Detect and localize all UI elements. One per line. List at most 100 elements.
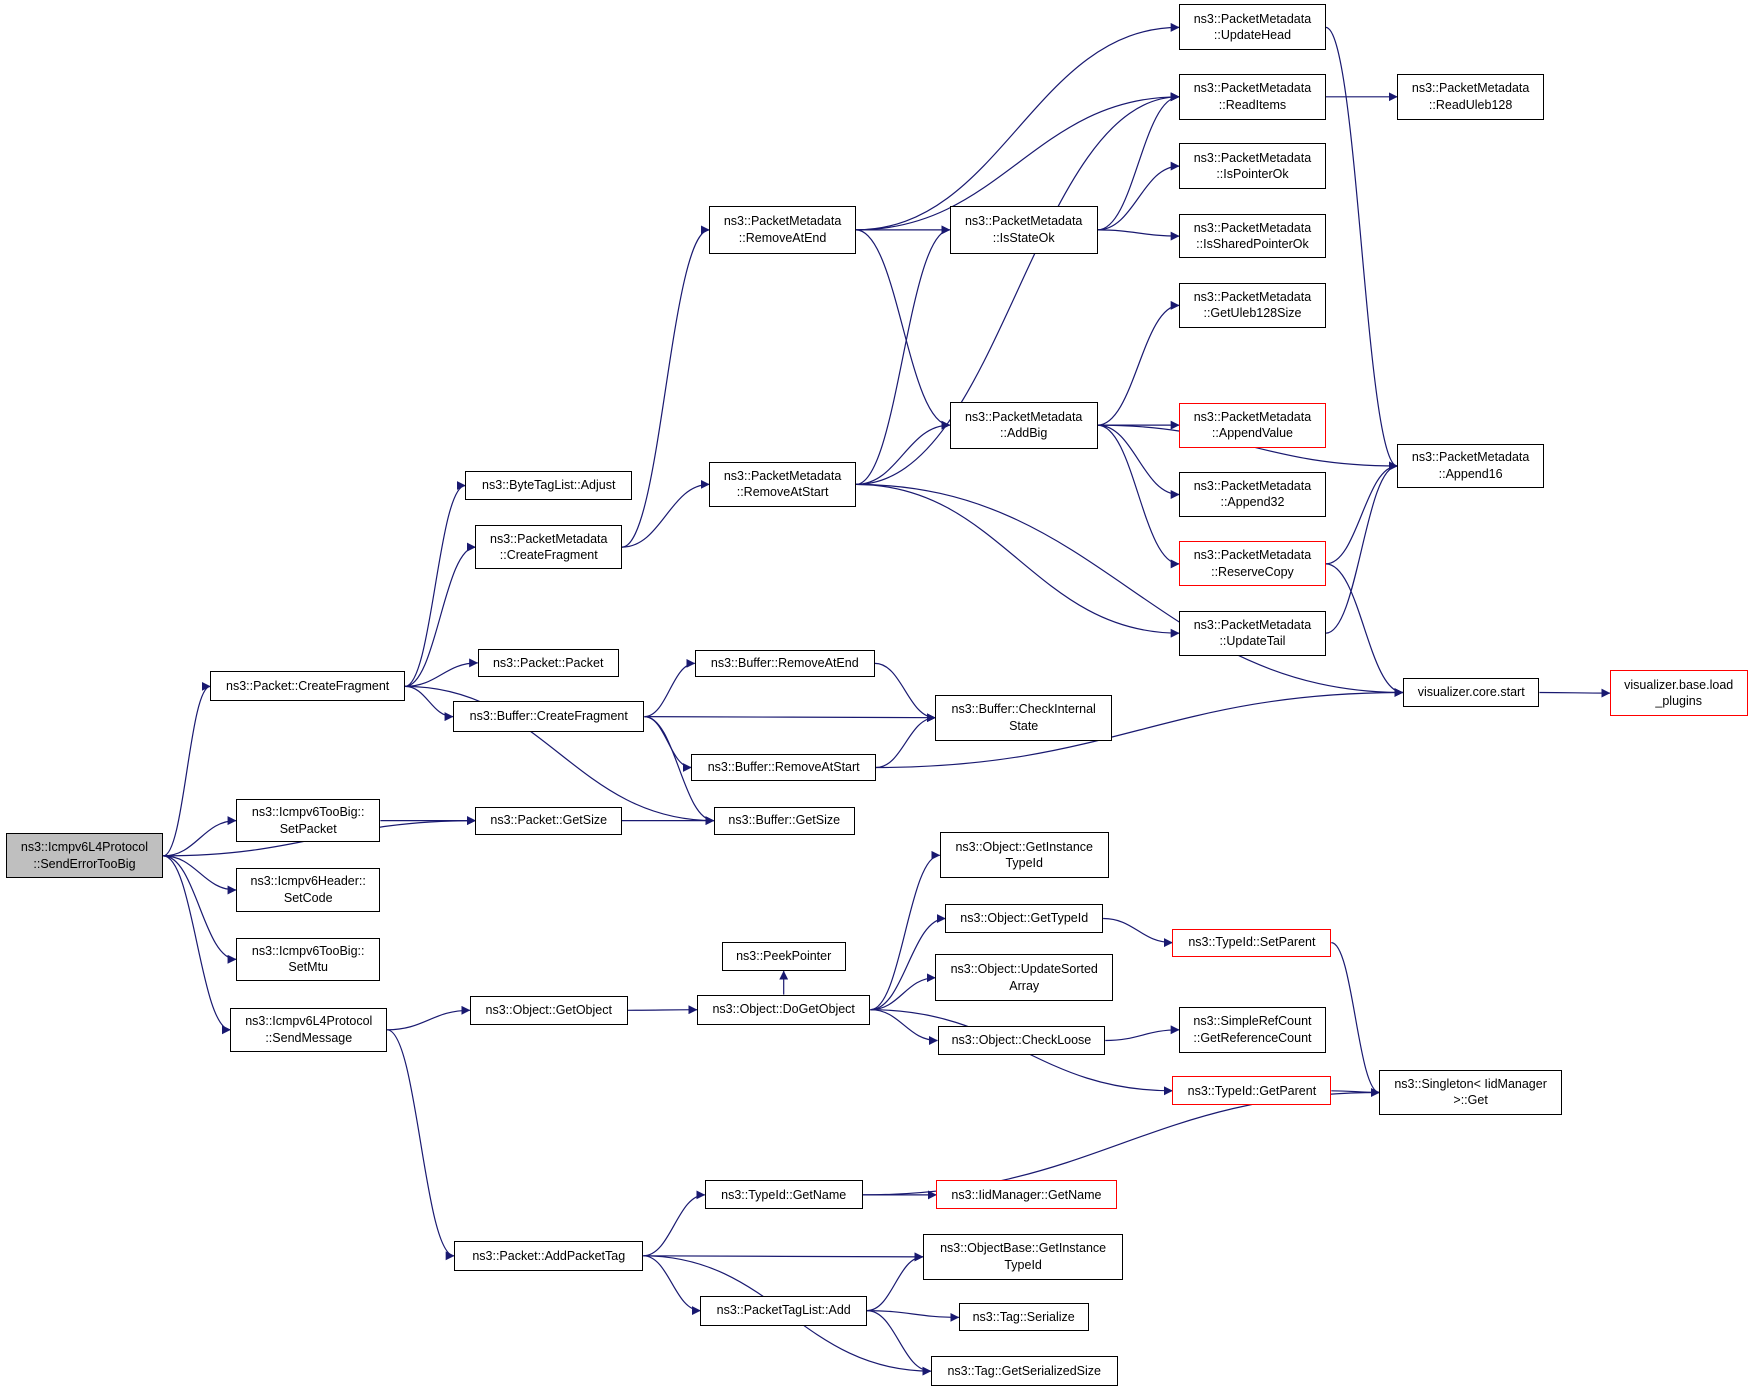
graph-node[interactable]: ns3::Icmpv6TooBig::SetPacket	[236, 798, 381, 843]
edge-n14-n34	[855, 92, 1180, 231]
graph-node[interactable]: ns3::Object::GetObject	[469, 995, 628, 1025]
graph-node-label-line: ns3::PacketMetadata	[1193, 548, 1312, 563]
graph-node[interactable]: ns3::SimpleRefCount::GetReferenceCount	[1179, 1006, 1326, 1053]
graph-node[interactable]: ns3::PeekPointer	[721, 942, 846, 972]
graph-node[interactable]: ns3::Icmpv6L4Protocol::SendErrorTooBig	[5, 833, 164, 879]
graph-node[interactable]: ns3::PacketMetadata::GetUleb128Size	[1179, 283, 1326, 328]
edge-n22-n30	[866, 1252, 924, 1312]
graph-node[interactable]: visualizer.base.load_plugins	[1609, 670, 1748, 716]
edge-n24-n37	[1097, 300, 1180, 426]
graph-node[interactable]: ns3::TypeId::SetParent	[1172, 928, 1332, 957]
graph-node[interactable]: ns3::Object::CheckLoose	[937, 1025, 1106, 1055]
graph-node[interactable]: visualizer.core.start	[1402, 677, 1540, 708]
graph-node-label-line: ns3::ObjectBase::GetInstance	[940, 1241, 1107, 1256]
edge-n0-n2	[163, 816, 237, 857]
graph-node[interactable]: ns3::PacketMetadata::Append32	[1179, 472, 1326, 517]
graph-node[interactable]: ns3::Singleton< IidManager>::Get	[1379, 1069, 1562, 1116]
graph-node[interactable]: ns3::Buffer::RemoveAtEnd	[694, 650, 875, 677]
graph-node-label-line: ns3::Icmpv6TooBig::	[251, 805, 365, 820]
graph-node-label-line: ::GetUleb128Size	[1203, 306, 1302, 321]
graph-node-label-line: ns3::SimpleRefCount	[1193, 1014, 1312, 1029]
graph-node-label-line: ns3::PacketMetadata	[1193, 81, 1312, 96]
graph-node[interactable]: ns3::PacketMetadata::AppendValue	[1179, 402, 1326, 448]
edge-n0-n3	[163, 855, 237, 895]
edge-n40-n46	[1325, 461, 1398, 565]
graph-node-label-line: ::RemoveAtStart	[736, 485, 829, 500]
edge-n28-n43	[1105, 1025, 1180, 1042]
graph-node-label-line: ::SendMessage	[265, 1030, 353, 1045]
graph-node-label-line: ns3::Object::UpdateSorted	[950, 962, 1098, 977]
graph-node[interactable]: ns3::PacketMetadata::RemoveAtEnd	[709, 205, 856, 254]
graph-node[interactable]: ns3::PacketMetadata::IsSharedPointerOk	[1179, 213, 1326, 259]
graph-node[interactable]: ns3::PacketMetadata::CreateFragment	[475, 524, 623, 570]
graph-node-label-line: ns3::Singleton< IidManager	[1394, 1076, 1547, 1091]
graph-node-label-line: ::SendErrorTooBig	[33, 856, 136, 871]
graph-node-label-line: ns3::Object::GetObject	[485, 1002, 612, 1017]
graph-node-label-line: ::Append16	[1438, 466, 1503, 481]
graph-node[interactable]: ns3::TypeId::GetName	[704, 1180, 863, 1210]
graph-node[interactable]: ns3::PacketMetadata::Append16	[1397, 444, 1544, 488]
edge-n20-n27	[870, 973, 936, 1011]
graph-node[interactable]: ns3::Packet::Packet	[477, 648, 619, 677]
graph-node[interactable]: ns3::PacketMetadata::RemoveAtStart	[709, 462, 856, 507]
graph-node[interactable]: ns3::PacketMetadata::UpdateHead	[1179, 4, 1326, 51]
edge-n22-n32	[866, 1310, 932, 1376]
graph-node[interactable]: ns3::Tag::GetSerializedSize	[930, 1355, 1118, 1387]
graph-node[interactable]: ns3::Packet::CreateFragment	[210, 671, 405, 702]
graph-node[interactable]: ns3::Buffer::CreateFragment	[453, 701, 645, 732]
graph-node[interactable]: ns3::PacketTagList::Add	[700, 1295, 868, 1326]
graph-node-label-line: ns3::Packet::AddPacketTag	[472, 1248, 626, 1263]
graph-node-label-line: ::GetReferenceCount	[1193, 1030, 1312, 1045]
graph-node[interactable]: ns3::PacketMetadata::IsPointerOk	[1179, 143, 1326, 190]
graph-node-label-line: ns3::PacketMetadata	[1193, 289, 1312, 304]
edge-n15-n41	[855, 483, 1180, 638]
graph-node[interactable]: ns3::Buffer::RemoveAtStart	[691, 754, 876, 781]
graph-node[interactable]: ns3::Icmpv6L4Protocol::SendMessage	[230, 1008, 388, 1052]
graph-node[interactable]: ns3::PacketMetadata::IsStateOk	[949, 205, 1098, 254]
graph-node[interactable]: ns3::IidManager::GetName	[936, 1180, 1117, 1210]
graph-node-label-line: ns3::Buffer::RemoveAtEnd	[710, 656, 859, 671]
graph-node[interactable]: ns3::Icmpv6TooBig::SetMtu	[236, 937, 381, 982]
graph-node-label-line: ns3::PacketMetadata	[1193, 11, 1312, 26]
graph-node[interactable]: ns3::Packet::GetSize	[475, 806, 623, 835]
graph-node-label-line: ::Append32	[1220, 495, 1285, 510]
edge-n17-n18	[875, 713, 936, 769]
graph-node-label-line: ::ReadItems	[1218, 97, 1287, 112]
edge-n26-n42	[1103, 917, 1173, 948]
graph-node-label-line: ns3::Icmpv6L4Protocol	[20, 840, 149, 855]
edge-n40-n47	[1325, 563, 1404, 697]
graph-node[interactable]: ns3::Icmpv6Header::SetCode	[236, 868, 381, 912]
graph-node[interactable]: ns3::Packet::AddPacketTag	[454, 1240, 644, 1271]
graph-node-label-line: ::CreateFragment	[499, 548, 598, 563]
graph-node-label-line: >::Get	[1453, 1093, 1488, 1108]
graph-node[interactable]: ns3::PacketMetadata::ReadItems	[1179, 73, 1326, 120]
edge-n16-n18	[874, 662, 936, 723]
graph-node-label-line: ns3::TypeId::GetParent	[1187, 1083, 1317, 1098]
graph-node[interactable]: ns3::ByteTagList::Adjust	[465, 471, 633, 501]
graph-node[interactable]: ns3::PacketMetadata::AddBig	[949, 401, 1098, 449]
graph-node[interactable]: ns3::TypeId::GetParent	[1172, 1076, 1332, 1106]
graph-node-label-line: ns3::Icmpv6L4Protocol	[245, 1014, 373, 1029]
graph-node[interactable]: ns3::PacketMetadata::UpdateTail	[1179, 610, 1326, 656]
graph-node-label-line: ::ReserveCopy	[1211, 564, 1294, 579]
edge-n5-n13	[386, 1029, 455, 1261]
graph-node-label-line: ns3::Tag::GetSerializedSize	[947, 1363, 1101, 1378]
graph-node[interactable]: ns3::PacketMetadata::ReserveCopy	[1179, 541, 1326, 587]
graph-node-label-line: ns3::Packet::Packet	[492, 655, 604, 670]
graph-node-label-line: ns3::Icmpv6TooBig::	[251, 943, 365, 958]
graph-node[interactable]: ns3::Tag::Serialize	[958, 1303, 1089, 1332]
graph-node[interactable]: ns3::Object::DoGetObject	[696, 994, 871, 1025]
graph-node-label-line: ns3::PacketMetadata	[1411, 81, 1530, 96]
graph-node[interactable]: ns3::PacketMetadata::ReadUleb128	[1397, 73, 1544, 120]
edge-n20-n25	[870, 850, 941, 1011]
graph-node-label-line: ns3::TypeId::SetParent	[1188, 935, 1316, 950]
edge-n1-n7	[404, 542, 476, 687]
graph-node[interactable]: ns3::Buffer::GetSize	[713, 806, 855, 835]
edge-n9-n18	[644, 713, 936, 723]
graph-node[interactable]: ns3::Object::GetTypeId	[945, 903, 1104, 934]
